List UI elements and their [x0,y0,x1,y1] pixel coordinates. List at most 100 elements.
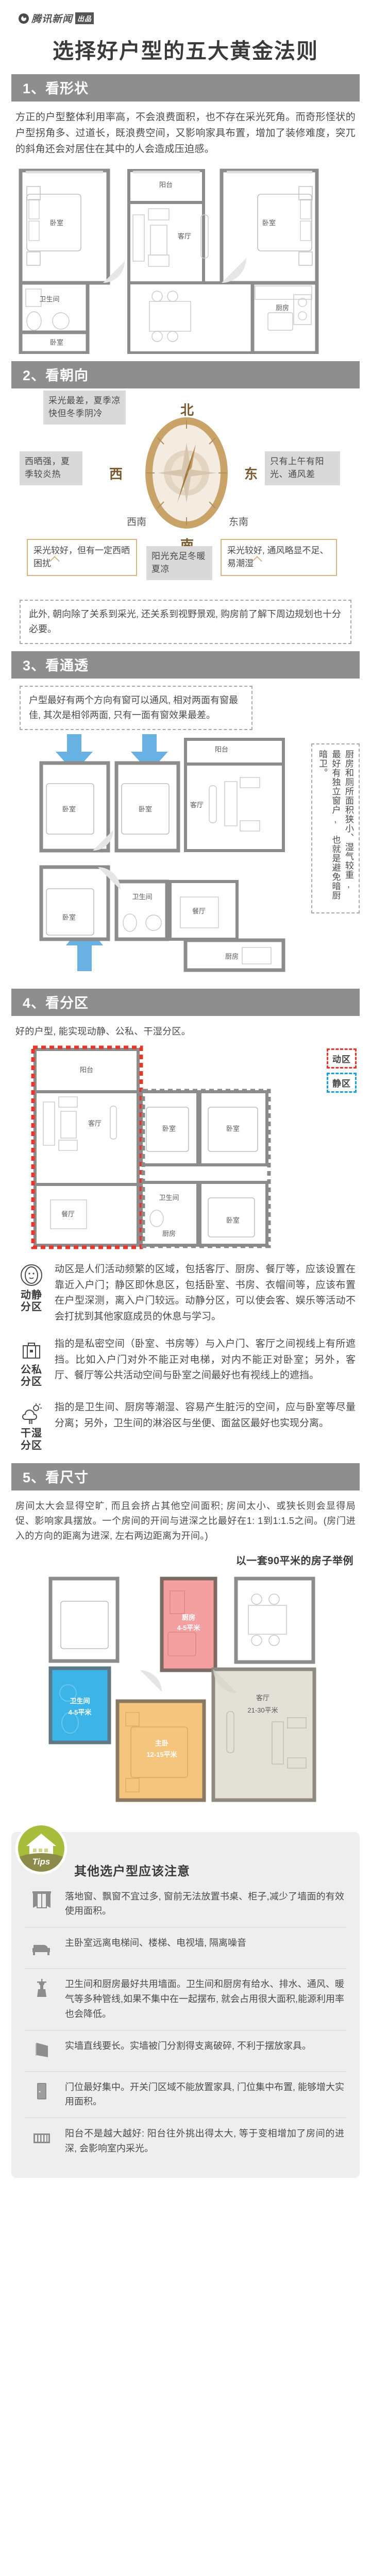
tip-item: 落地窗、飘窗不宜过多, 窗前无法放置书桌、柜子,减少了墙面的有效使用面积。 [25,1881,346,1927]
tips-hill-shape [18,1853,64,1872]
compass-north-label: 北 [180,402,194,418]
legend-quiet-zone: 静区 [327,1072,357,1093]
zone-row-public-private: 公私 分区 指的是私密空间（卧室、书房等）与入户门、客厅之间视线上有所遮挡。比如… [15,1336,356,1388]
zone-name-line1: 公私 [21,1364,42,1376]
legend-active-zone: 动区 [327,1048,357,1069]
example-room-name-kitchen: 厨房 [182,1614,195,1621]
tip-item: 门位最好集中。开关门区域不能放置家具, 门位集中布置, 能够增大实用面积。 [25,2071,346,2118]
infographic-page: 腾讯新闻 出品 选择好户型的五大黄金法则 1、看形状 方正的户型整体利用率高，不… [0,0,371,2193]
zone-icon-block: 动静 分区 [15,1262,47,1314]
floorplan-zoning: 动区 静区 [0,1045,371,1251]
section-3-vertical-note: 厨房和厕所面积狭小、湿气较重, 最好有独立窗户, 也就是避免暗厨暗卫。 [311,743,360,913]
section-bar-3: 3、看通透 [11,651,360,679]
compass-west-label: 西 [109,466,123,482]
tip-text: 主卧室远离电梯间、楼梯、电视墙, 隔离噪音 [65,1938,246,1948]
room-label-dining: 餐厅 [61,1210,75,1218]
compass-note-east: 只有上午有阳光、通风差 [265,451,340,485]
zone-description: 指的是卫生间、厨房等潮湿、容易产生脏污的空间，应与卧室等尽量分离；另外，卫生间的… [55,1401,356,1429]
room-label-kitchen: 厨房 [162,1230,176,1238]
compass-note-north: 采光最差，夏季凉快但冬季阴冷 [43,391,126,425]
room-label-bathroom: 卫生间 [132,893,152,901]
section-2-note: 此外, 朝向除了关系到采光, 还关系到视野景观, 购房前了解下周边规划也十分必要… [20,600,351,644]
room-label-dining: 餐厅 [192,907,206,915]
compass-diagram: 北 南 西 东 西南 东南 采光最差，夏季凉快但冬季阴冷 西晒强，夏季较炎热 只… [0,391,371,592]
compass-note-southeast: 采光较好, 通风略显不足、易潮湿 [221,539,337,576]
floorplan-ventilation: 卧室 卧室 阳台 客厅 卧室 卫生间 餐厅 厨房 厨房和厕所面积狭小、湿气较重,… [0,734,371,981]
section-bar-5: 5、看尺寸 [11,1463,360,1491]
room-label-bedroom: 卧室 [139,805,152,813]
example-room-size-master: 12-15平米 [146,1751,177,1758]
room-label-bedroom: 卧室 [226,1216,240,1224]
brand-tag: 出品 [75,12,94,24]
room-label-bedroom: 卧室 [162,1125,176,1132]
zone-row-dynamic-static: 动静 分区 动区是人们活动频繁的区域，包括客厅、厨房、餐厅等，应该设置在靠近入户… [15,1262,356,1325]
example-room-size-kitchen: 4-5平米 [177,1624,201,1632]
tips-house-icon: Tips [18,1825,64,1872]
zone-description: 动区是人们活动频繁的区域，包括客厅、厨房、餐厅等，应该设置在靠近入户门；静区即休… [55,1263,356,1323]
example-room-size-living: 21-30平米 [247,1706,278,1714]
zone-legend: 动区 静区 [327,1048,357,1093]
example-room-name-master: 主卧 [155,1739,168,1747]
briefcase-icon [23,1342,40,1359]
room-label-bedroom: 卧室 [226,1125,240,1132]
room-label-living: 客厅 [88,1120,102,1127]
compass-rose-icon [145,417,228,529]
tip-item: 卫生间和厨房最好共用墙面。卫生间和厨房有给水、排水、通风、暖气等多种管线,如果不… [25,1968,346,2029]
section-5-body: 房间太大会显得空旷, 而且会挤占其他空间面积; 房间太小、或狭长则会显得局促、影… [15,1501,356,1541]
example-room-name-living: 客厅 [256,1694,269,1702]
zone-name-line2: 分区 [21,1301,42,1313]
tip-icon-slot [27,2039,57,2063]
cloud-sun-icon [22,1403,42,1424]
room-label-bathroom: 卫生间 [159,1194,179,1201]
tip-text: 实墙直线要长。实墙被门分割得支离破碎, 不利于摆放家具。 [65,2040,311,2051]
room-label-living: 客厅 [178,232,191,240]
room-label-kitchen: 厨房 [276,304,289,312]
tip-text: 阳台不是越大越好: 阳台往外挑出得太大, 等于变相增加了房间的进深, 会影响室内… [65,2128,344,2154]
tip-text: 门位最好集中。开关门区域不能放置家具, 门位集中布置, 能够增大实用面积。 [65,2081,345,2107]
tips-badge: Tips [15,1822,67,1874]
tip-icon-slot [27,2080,57,2104]
tip-icon-slot [27,1977,57,2001]
bed-icon [32,1945,50,1956]
room-label-bathroom: 卫生间 [39,295,59,303]
zone-name: 动静 分区 [15,1290,47,1314]
zone-name: 公私 分区 [15,1364,47,1388]
person-in-circle-icon [21,1264,42,1286]
tips-title: 其他选户型应该注意 [74,1864,190,1878]
room-label-bedroom: 卧室 [50,338,63,346]
room-label-bedroom: 卧室 [50,219,63,227]
tip-text: 落地窗、飘窗不宜过多, 窗前无法放置书桌、柜子,减少了墙面的有效使用面积。 [65,1891,344,1917]
tips-badge-label: Tips [32,1856,50,1867]
brand-name: 腾讯新闻 [31,14,73,25]
floorplan-sizes: 厨房 4-5平米 卫生间 4-5平米 主卧 12-15平米 客厅 21-30平米 [0,1567,371,1815]
page-title: 选择好户型的五大黄金法则 [53,39,318,63]
zone-name-line2: 分区 [21,1376,42,1388]
section-1-body: 方正的户型整体利用率高，不会浪费面积，也不存在采光死角。而奇形怪状的户型拐角多、… [15,112,356,155]
section-bar-1: 1、看形状 [11,74,360,102]
room-label-balcony: 阳台 [215,745,228,753]
zone-name-line1: 干湿 [21,1427,42,1439]
tip-item: 实墙直线要长。实墙被门分割得支离破碎, 不利于摆放家具。 [25,2029,346,2071]
room-label-living: 客厅 [190,801,204,809]
door-icon [37,2082,46,2099]
section-bar-2: 2、看朝向 [11,361,360,389]
tip-item: 阳台不是越大越好: 阳台往外挑出得太大, 等于变相增加了房间的进深, 会影响室内… [25,2117,346,2164]
compass-southeast-label: 东南 [229,517,249,528]
tips-section: Tips 其他选户型应该注意 落地窗、飘窗不宜过多, 窗前无法放置书桌、柜子,减… [11,1822,360,2178]
brand-header: 腾讯新闻 出品 [0,0,371,25]
example-room-name-bathroom: 卫生间 [70,1697,90,1705]
tip-icon-slot [27,1889,57,1913]
compass-east-label: 东 [244,466,258,482]
curtain-window-icon [32,1891,51,1908]
zone-icon-block: 公私 分区 [15,1336,47,1388]
tip-icon-slot [27,1936,57,1960]
zone-description: 指的是私密空间（卧室、书房等）与入户门、客厅之间视线上有所遮挡。比如入户门对外不… [55,1338,356,1381]
compass-note-west: 西晒强，夏季较炎热 [20,451,82,485]
compass-note-south: 阳光充足冬暖夏凉 [146,546,212,580]
tip-icon-slot [27,2126,57,2150]
section-4-body: 好的户型, 能实现动静、公私、干湿分区。 [15,1026,191,1037]
zone-icon-block: 干湿 分区 [15,1400,47,1452]
zone-name-line2: 分区 [21,1439,42,1451]
zone-name-line1: 动静 [21,1289,42,1301]
section-bar-4: 4、看分区 [11,988,360,1016]
